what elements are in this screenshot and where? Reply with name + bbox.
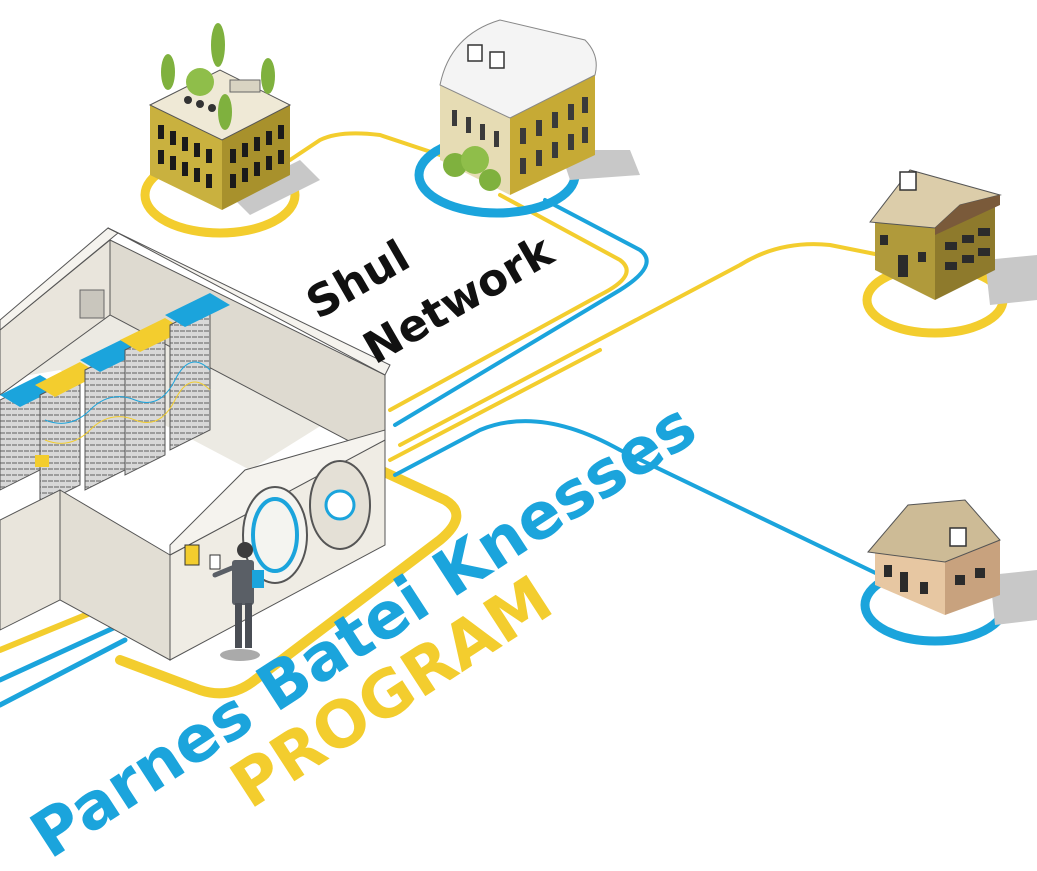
left-cable-blue-2	[0, 637, 128, 708]
left-cable-blue-1	[0, 622, 123, 683]
cable-server-extra-yellow	[388, 348, 602, 462]
person-icon	[212, 542, 264, 661]
office-building-icon	[140, 23, 320, 238]
domed-building-icon	[414, 19, 640, 218]
house-2-shadow	[990, 570, 1037, 625]
warning-sign-icon	[184, 544, 200, 566]
cable-office-to-domed	[288, 131, 442, 162]
server-room-front-wall-right	[59, 489, 171, 661]
cable-domed-to-server-blue	[393, 198, 649, 427]
server-racks	[0, 293, 230, 506]
cable-house1-to-server-yellow	[398, 242, 882, 447]
wall-vent-icon	[79, 289, 105, 319]
server-room-yellow-ring	[115, 465, 462, 699]
keypad-icon	[209, 554, 221, 570]
cable-house2-to-server-blue	[393, 419, 892, 582]
house-icon-2	[860, 499, 1037, 646]
office-building-shadow	[230, 160, 320, 215]
network-cables	[0, 131, 892, 708]
house-icon-1	[862, 169, 1037, 338]
server-rack-5	[165, 293, 230, 451]
cable-domed-to-server-yellow	[388, 193, 629, 412]
house-1-shadow	[985, 255, 1037, 305]
server-rack-2	[35, 362, 100, 506]
server-room-illustration	[0, 227, 391, 661]
server-room-front-wall-left	[0, 489, 61, 631]
